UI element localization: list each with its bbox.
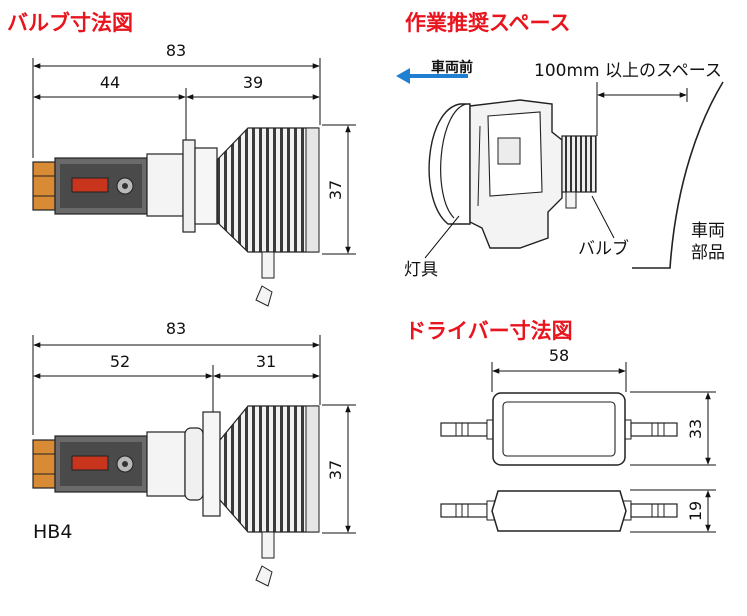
work-space-title: 作業推奨スペース [405, 11, 570, 35]
driver-height-front-label: 33 [686, 419, 705, 439]
bulb-bottom-total-label: 83 [166, 319, 186, 338]
driver-front-drawing [440, 362, 716, 466]
work-space-drawing [396, 68, 724, 269]
bulb-label: バルブ [578, 238, 629, 259]
space-requirement-label: 100mm 以上のスペース [534, 61, 722, 81]
driver-width-label: 58 [549, 346, 569, 365]
front-arrow-icon [396, 68, 410, 84]
driver-height-side-label: 19 [686, 501, 705, 521]
bulb-top-drawing: 83 44 39 37 [32, 41, 356, 307]
bulb-dimension-title: バルブ寸法図 [7, 11, 133, 35]
driver-dimension-title: ドライバー寸法図 [405, 319, 573, 343]
bulb-bottom-drawing: 83 52 31 37 [32, 319, 356, 587]
bulb-bottom-left-label: 52 [110, 352, 130, 371]
lamp-label: 灯具 [404, 260, 438, 280]
bulb-top-total-label: 83 [166, 41, 186, 60]
bulb-top-right-label: 39 [243, 73, 263, 92]
bulb-model-label: HB4 [33, 521, 72, 543]
driver-side-drawing [440, 489, 716, 533]
vehicle-part-label-line2: 部品 [691, 243, 725, 263]
vehicle-part-label-line1: 車両 [691, 221, 725, 241]
bulb-bottom-right-label: 31 [256, 352, 276, 371]
bulb-top-left-label: 44 [100, 73, 120, 92]
bulb-bottom-height-label: 37 [326, 460, 345, 480]
vehicle-front-label: 車両前 [431, 59, 473, 76]
bulb-top-height-label: 37 [326, 180, 345, 200]
